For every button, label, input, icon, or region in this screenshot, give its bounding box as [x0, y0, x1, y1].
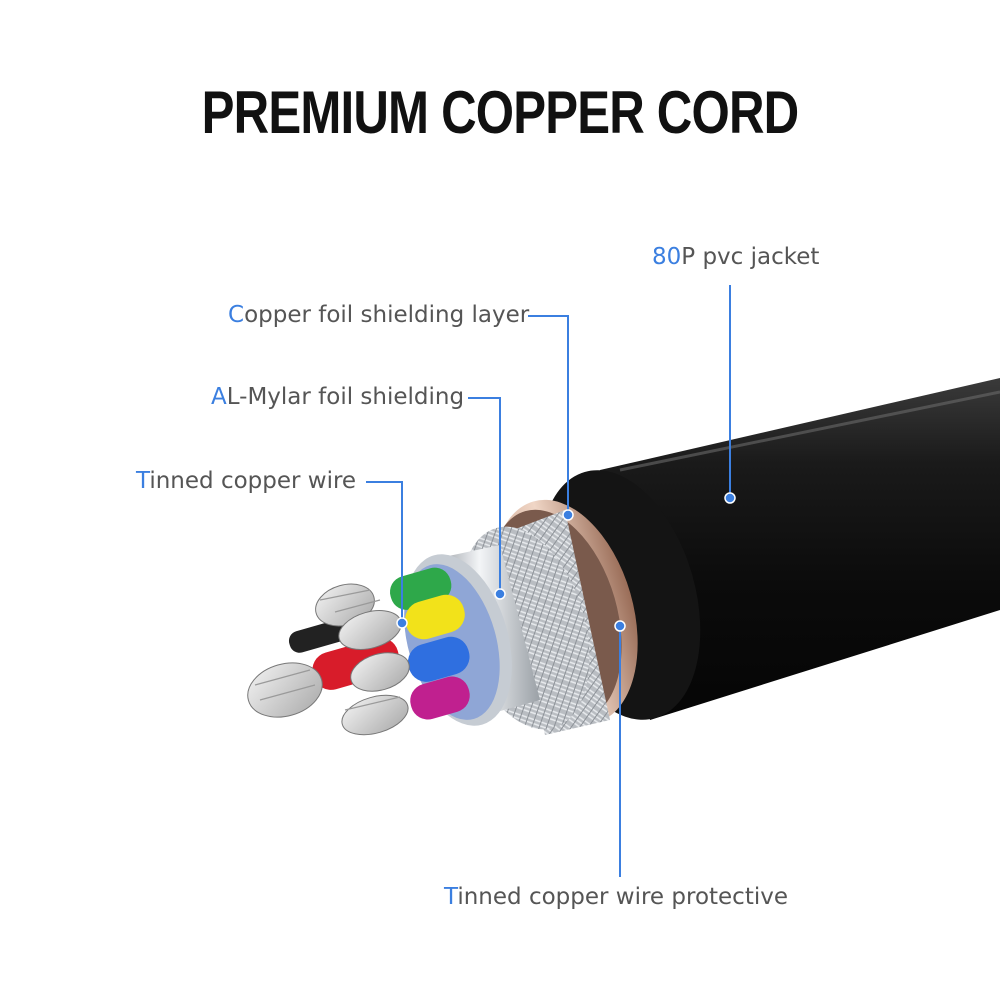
page-title: PREMIUM COPPER CORD: [201, 79, 800, 146]
dot-tinned-wire: [396, 617, 408, 629]
leader-copper-foil: [528, 315, 569, 515]
leader-tinned-wire: [366, 481, 403, 623]
leader-dots: [396, 492, 736, 632]
label-pvc-jacket: 80P pvc jacket: [652, 242, 819, 272]
label-pvc-jacket-rest: P pvc jacket: [681, 244, 820, 270]
leader-mylar: [468, 397, 501, 594]
core-magenta: [410, 676, 470, 720]
label-al-mylar-first: A: [211, 384, 227, 410]
core-blue: [407, 636, 470, 682]
label-al-mylar-rest: L-Mylar foil shielding: [226, 384, 465, 410]
tinned-copper-strands: [247, 583, 410, 736]
label-tinned-copper-protective-rest: inned copper wire protective: [457, 884, 789, 910]
label-copper-foil: Copper foil shielding layer: [228, 300, 529, 330]
label-tinned-copper-protective: Tinned copper wire protective: [444, 882, 788, 912]
dot-jacket: [724, 492, 736, 504]
dot-braid: [614, 620, 626, 632]
label-al-mylar: AL-Mylar foil shielding: [211, 382, 464, 412]
label-pvc-jacket-first: 80: [652, 244, 682, 270]
label-copper-foil-first: C: [228, 302, 245, 328]
dot-mylar: [494, 588, 506, 600]
label-tinned-copper-wire: Tinned copper wire: [136, 466, 356, 496]
core-yellow: [405, 594, 465, 640]
dot-copper-foil: [562, 509, 574, 521]
label-copper-foil-rest: opper foil shielding layer: [244, 302, 530, 328]
label-tinned-copper-wire-rest: inned copper wire: [149, 468, 357, 494]
label-tinned-copper-wire-first: T: [136, 468, 150, 494]
label-tinned-copper-protective-first: T: [444, 884, 458, 910]
leader-lines: [366, 285, 731, 877]
